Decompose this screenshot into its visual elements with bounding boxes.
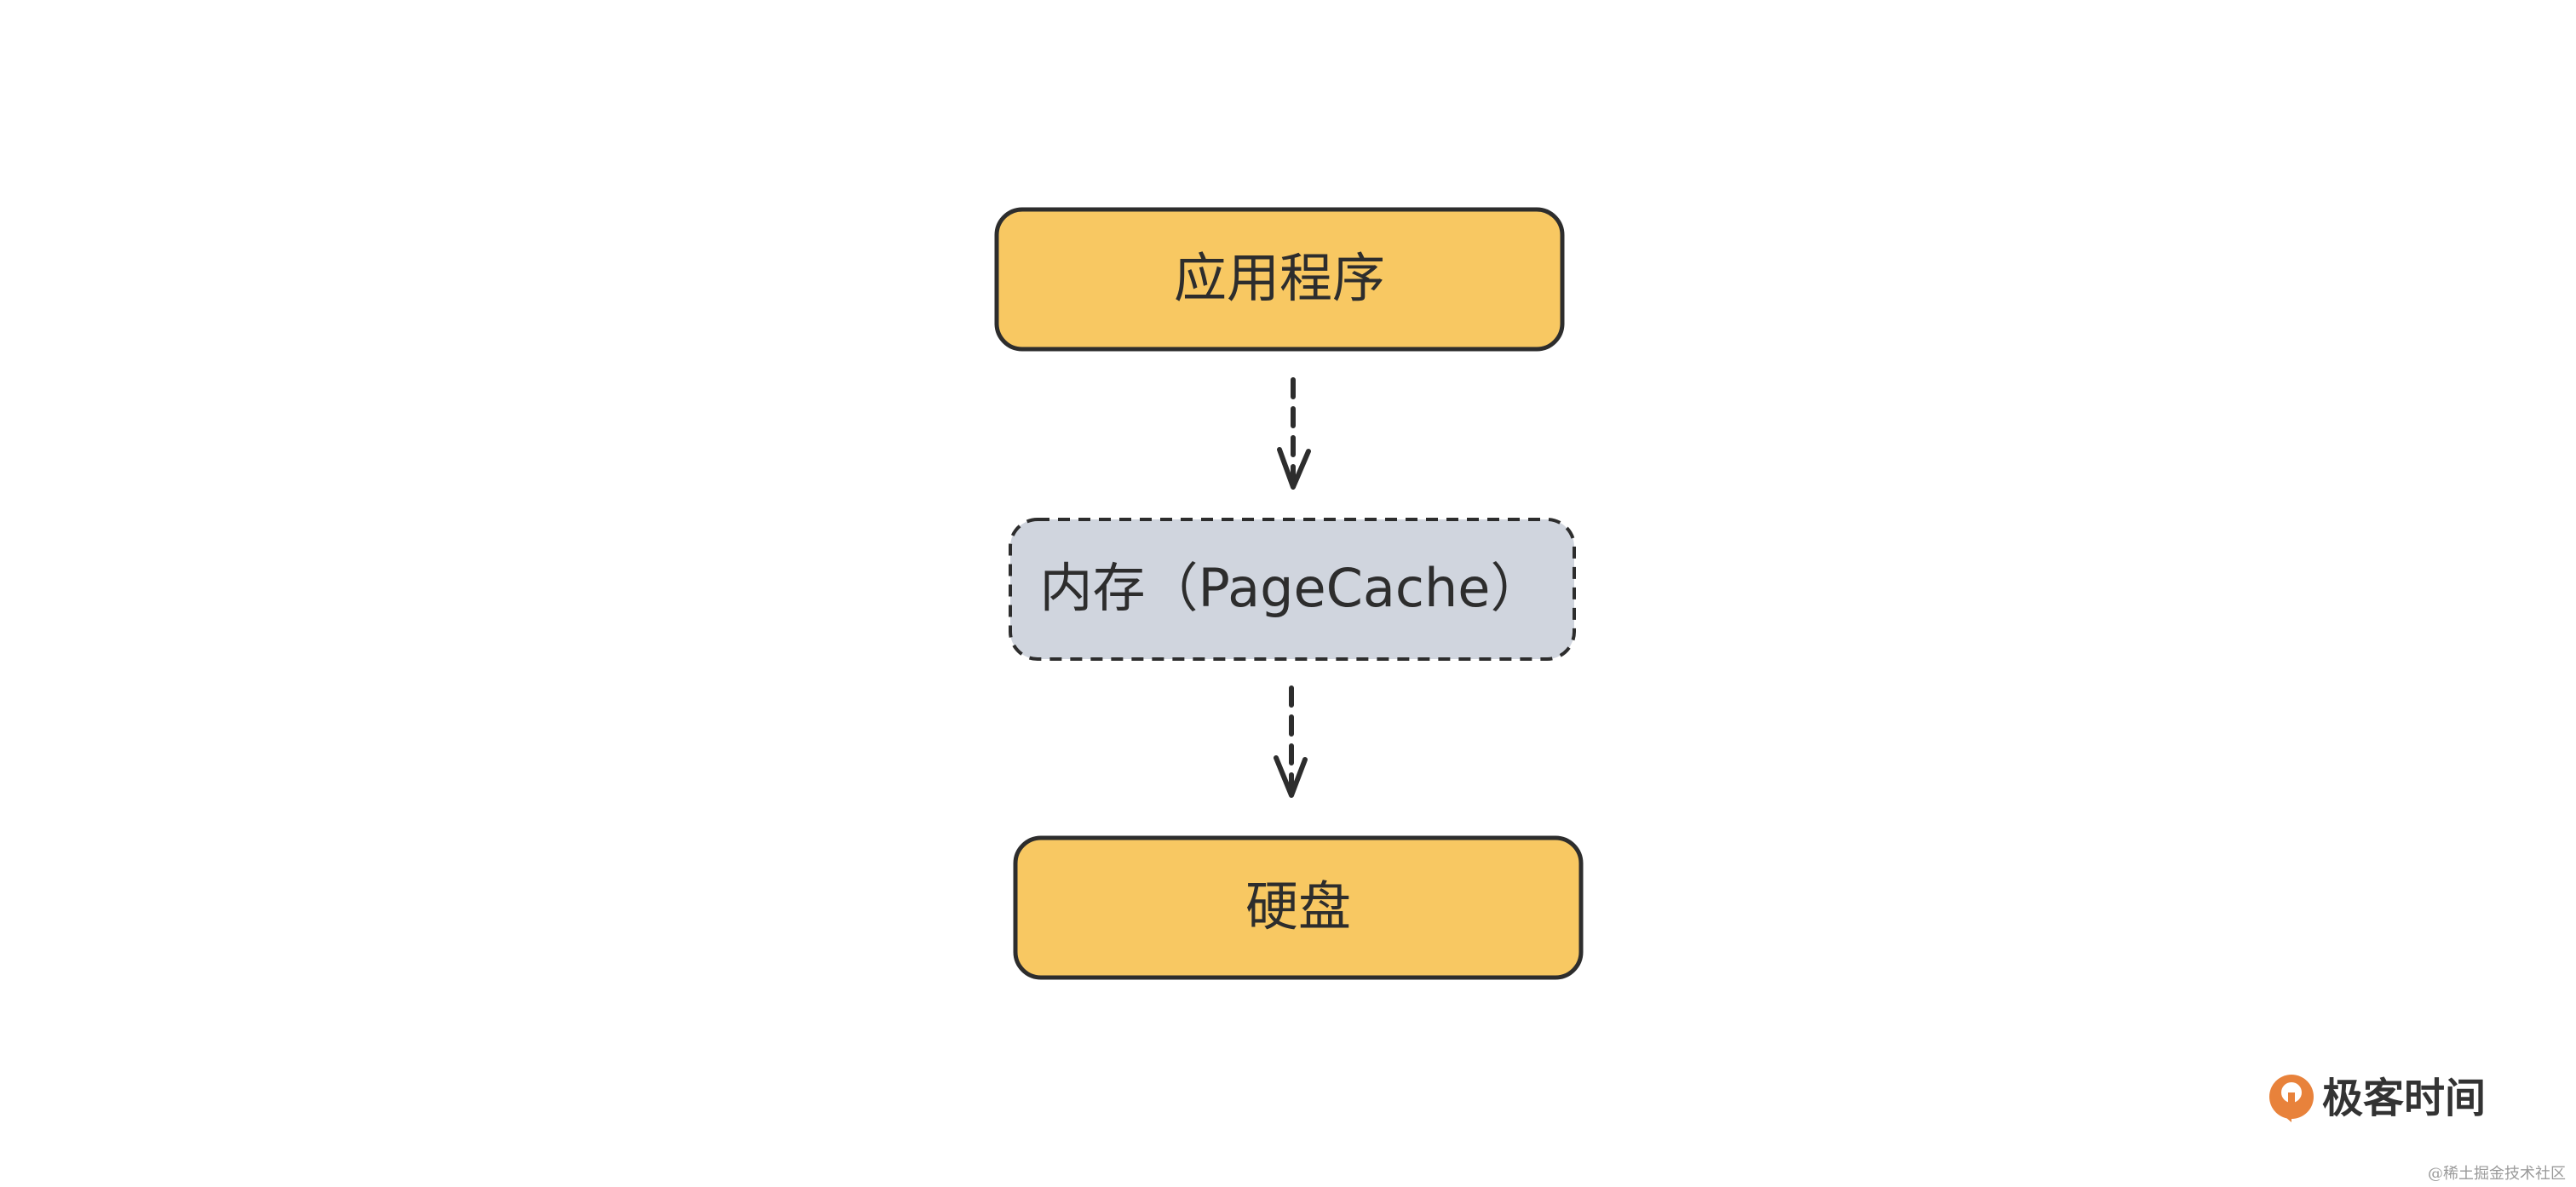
node-memory-label: 内存（PageCache）: [1040, 557, 1544, 619]
node-application: 应用程序: [994, 207, 1565, 352]
brand-name: 极客时间: [2322, 1075, 2486, 1122]
node-application-label: 应用程序: [1174, 247, 1385, 309]
brand-logo-icon: [2269, 1075, 2314, 1122]
edge-memory-to-disk: [1274, 685, 1308, 798]
node-disk-label: 硬盘: [1245, 875, 1351, 938]
node-disk: 硬盘: [1013, 835, 1584, 980]
node-memory-pagecache: 内存（PageCache）: [1009, 518, 1576, 661]
watermark: @稀土掘金技术社区: [2428, 1165, 2566, 1183]
brand-logo: 极客时间: [2269, 1075, 2486, 1122]
edge-application-to-memory: [1277, 377, 1311, 490]
